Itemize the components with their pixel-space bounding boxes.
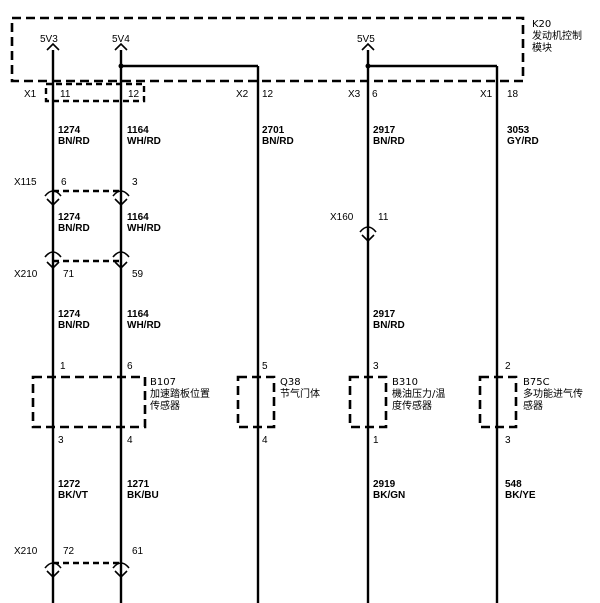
conn-x210b-pin-61: 61	[132, 546, 144, 557]
wire-2917-circuit-a: 2917	[373, 125, 396, 136]
b75c-name-line1: 多功能进气传	[523, 387, 583, 400]
wire-548-color: BK/YE	[505, 490, 536, 501]
ecm-conn-x1b: X1	[480, 89, 493, 100]
wire-2917-color-a: BN/RD	[373, 136, 405, 147]
ecm-name-line1: 发动机控制	[532, 29, 582, 42]
conn-x210a-male-1-icon	[46, 261, 60, 270]
b310-name-line1: 機油压力/温	[392, 387, 445, 400]
ecm-conn-x1a: X1	[24, 89, 37, 100]
conn-x210b-male-1-icon	[46, 570, 60, 579]
ecm-x1-connector-box	[44, 82, 146, 103]
b107-name-line1: 加速踏板位置	[150, 387, 210, 400]
ecm-pin-5v3: 5V3	[40, 34, 58, 45]
b107-name-line2: 传感器	[150, 399, 180, 412]
wire-2701-circuit: 2701	[262, 125, 285, 136]
conn-x210b-male-2-icon	[114, 570, 128, 579]
b75c-pin-3: 3	[505, 435, 511, 446]
conn-x115-pin-6: 6	[61, 177, 67, 188]
conn-x115-female-2-icon	[112, 190, 130, 197]
wire-1164-color-a: WH/RD	[127, 136, 161, 147]
wire-1271-color: BK/BU	[127, 490, 159, 501]
conn-x160-male-icon	[361, 234, 375, 243]
b310-id: B310	[392, 377, 418, 388]
b75c-id: B75C	[523, 377, 550, 388]
b107-pin-3: 3	[58, 435, 64, 446]
conn-x210a-pin-71: 71	[63, 269, 75, 280]
b310-component-box	[348, 375, 388, 429]
arrow-5v5-icon	[361, 42, 375, 51]
ecm-conn-x2: X2	[236, 89, 249, 100]
wire-2917-circuit-b: 2917	[373, 309, 396, 320]
q38-id: Q38	[280, 377, 301, 388]
wire-2919-color: BK/GN	[373, 490, 405, 501]
ecm-pin-12b: 12	[262, 89, 274, 100]
wire-1164-color-b: WH/RD	[127, 223, 161, 234]
conn-x160-pin-11: 11	[378, 212, 389, 223]
b107-pin-1: 1	[60, 361, 66, 372]
wire-1272-color: BK/VT	[58, 490, 88, 501]
wire-3053-color: GY/RD	[507, 136, 539, 147]
wire-548-circuit: 548	[505, 479, 522, 490]
wire-1274-circuit-b: 1274	[58, 212, 81, 223]
ecm-module-box	[10, 16, 525, 83]
ecm-id: K20	[532, 19, 551, 30]
q38-component-box	[236, 375, 276, 429]
b310-pin-3: 3	[373, 361, 379, 372]
conn-x115-male-1-icon	[46, 198, 60, 207]
arrow-5v3-icon	[46, 42, 60, 51]
wire-3053-circuit: 3053	[507, 125, 530, 136]
wire-1164-circuit-a: 1164	[127, 125, 149, 136]
conn-x115-pin-3: 3	[132, 177, 138, 188]
wire-2919-circuit: 2919	[373, 479, 396, 490]
b75c-name-line2: 感器	[523, 399, 543, 412]
q38-pin-4: 4	[262, 435, 268, 446]
b75c-component-box	[478, 375, 518, 429]
conn-x210a-female-1-icon	[44, 251, 62, 258]
conn-x210a-label: X210	[14, 269, 38, 280]
wire-1271-circuit: 1271	[127, 479, 150, 490]
conn-x160-female-icon	[359, 226, 377, 233]
conn-x210a-male-2-icon	[114, 261, 128, 270]
arrow-5v4-icon	[114, 42, 128, 51]
wire-2701-color: BN/RD	[262, 136, 294, 147]
wire-1274-color-a: BN/RD	[58, 136, 90, 147]
ecm-conn-x3: X3	[348, 89, 361, 100]
b75c-pin-2: 2	[505, 361, 511, 372]
wire-1164-color-c: WH/RD	[127, 320, 161, 331]
conn-x210b-label: X210	[14, 546, 38, 557]
wire-1272-circuit: 1272	[58, 479, 81, 490]
wire-1274-color-b: BN/RD	[58, 223, 90, 234]
ecm-name-line2: 模块	[532, 42, 552, 54]
b107-component-box	[31, 375, 147, 429]
wire-1274-color-c: BN/RD	[58, 320, 90, 331]
conn-x115-male-2-icon	[114, 198, 128, 207]
wire-2917-color-b: BN/RD	[373, 320, 405, 331]
wire-1274-circuit-a: 1274	[58, 125, 81, 136]
b107-pin-4: 4	[127, 435, 133, 446]
conn-x115-label: X115	[14, 177, 37, 188]
wire-1164-circuit-b: 1164	[127, 212, 149, 223]
conn-x210b-female-2-icon	[112, 562, 130, 569]
conn-x210b-pin-72: 72	[63, 546, 75, 557]
ecm-pin-5v4: 5V4	[112, 34, 130, 45]
q38-pin-5: 5	[262, 361, 268, 372]
ecm-pin-18: 18	[507, 89, 519, 100]
b107-pin-6: 6	[127, 361, 133, 372]
conn-x160-label: X160	[330, 212, 354, 223]
b310-name-line2: 度传感器	[392, 399, 432, 412]
ecm-pin-11: 11	[60, 89, 71, 100]
conn-x210a-pin-59: 59	[132, 269, 144, 280]
ecm-pin-12a: 12	[128, 89, 140, 100]
wire-1164-circuit-c: 1164	[127, 309, 149, 320]
q38-name-line1: 节气门体	[280, 387, 320, 400]
b107-id: B107	[150, 377, 176, 388]
wire-1274-circuit-c: 1274	[58, 309, 81, 320]
b310-pin-1: 1	[373, 435, 379, 446]
ecm-pin-5v5: 5V5	[357, 34, 375, 45]
ecm-pin-6: 6	[372, 89, 378, 100]
conn-x210a-female-2-icon	[112, 251, 130, 258]
